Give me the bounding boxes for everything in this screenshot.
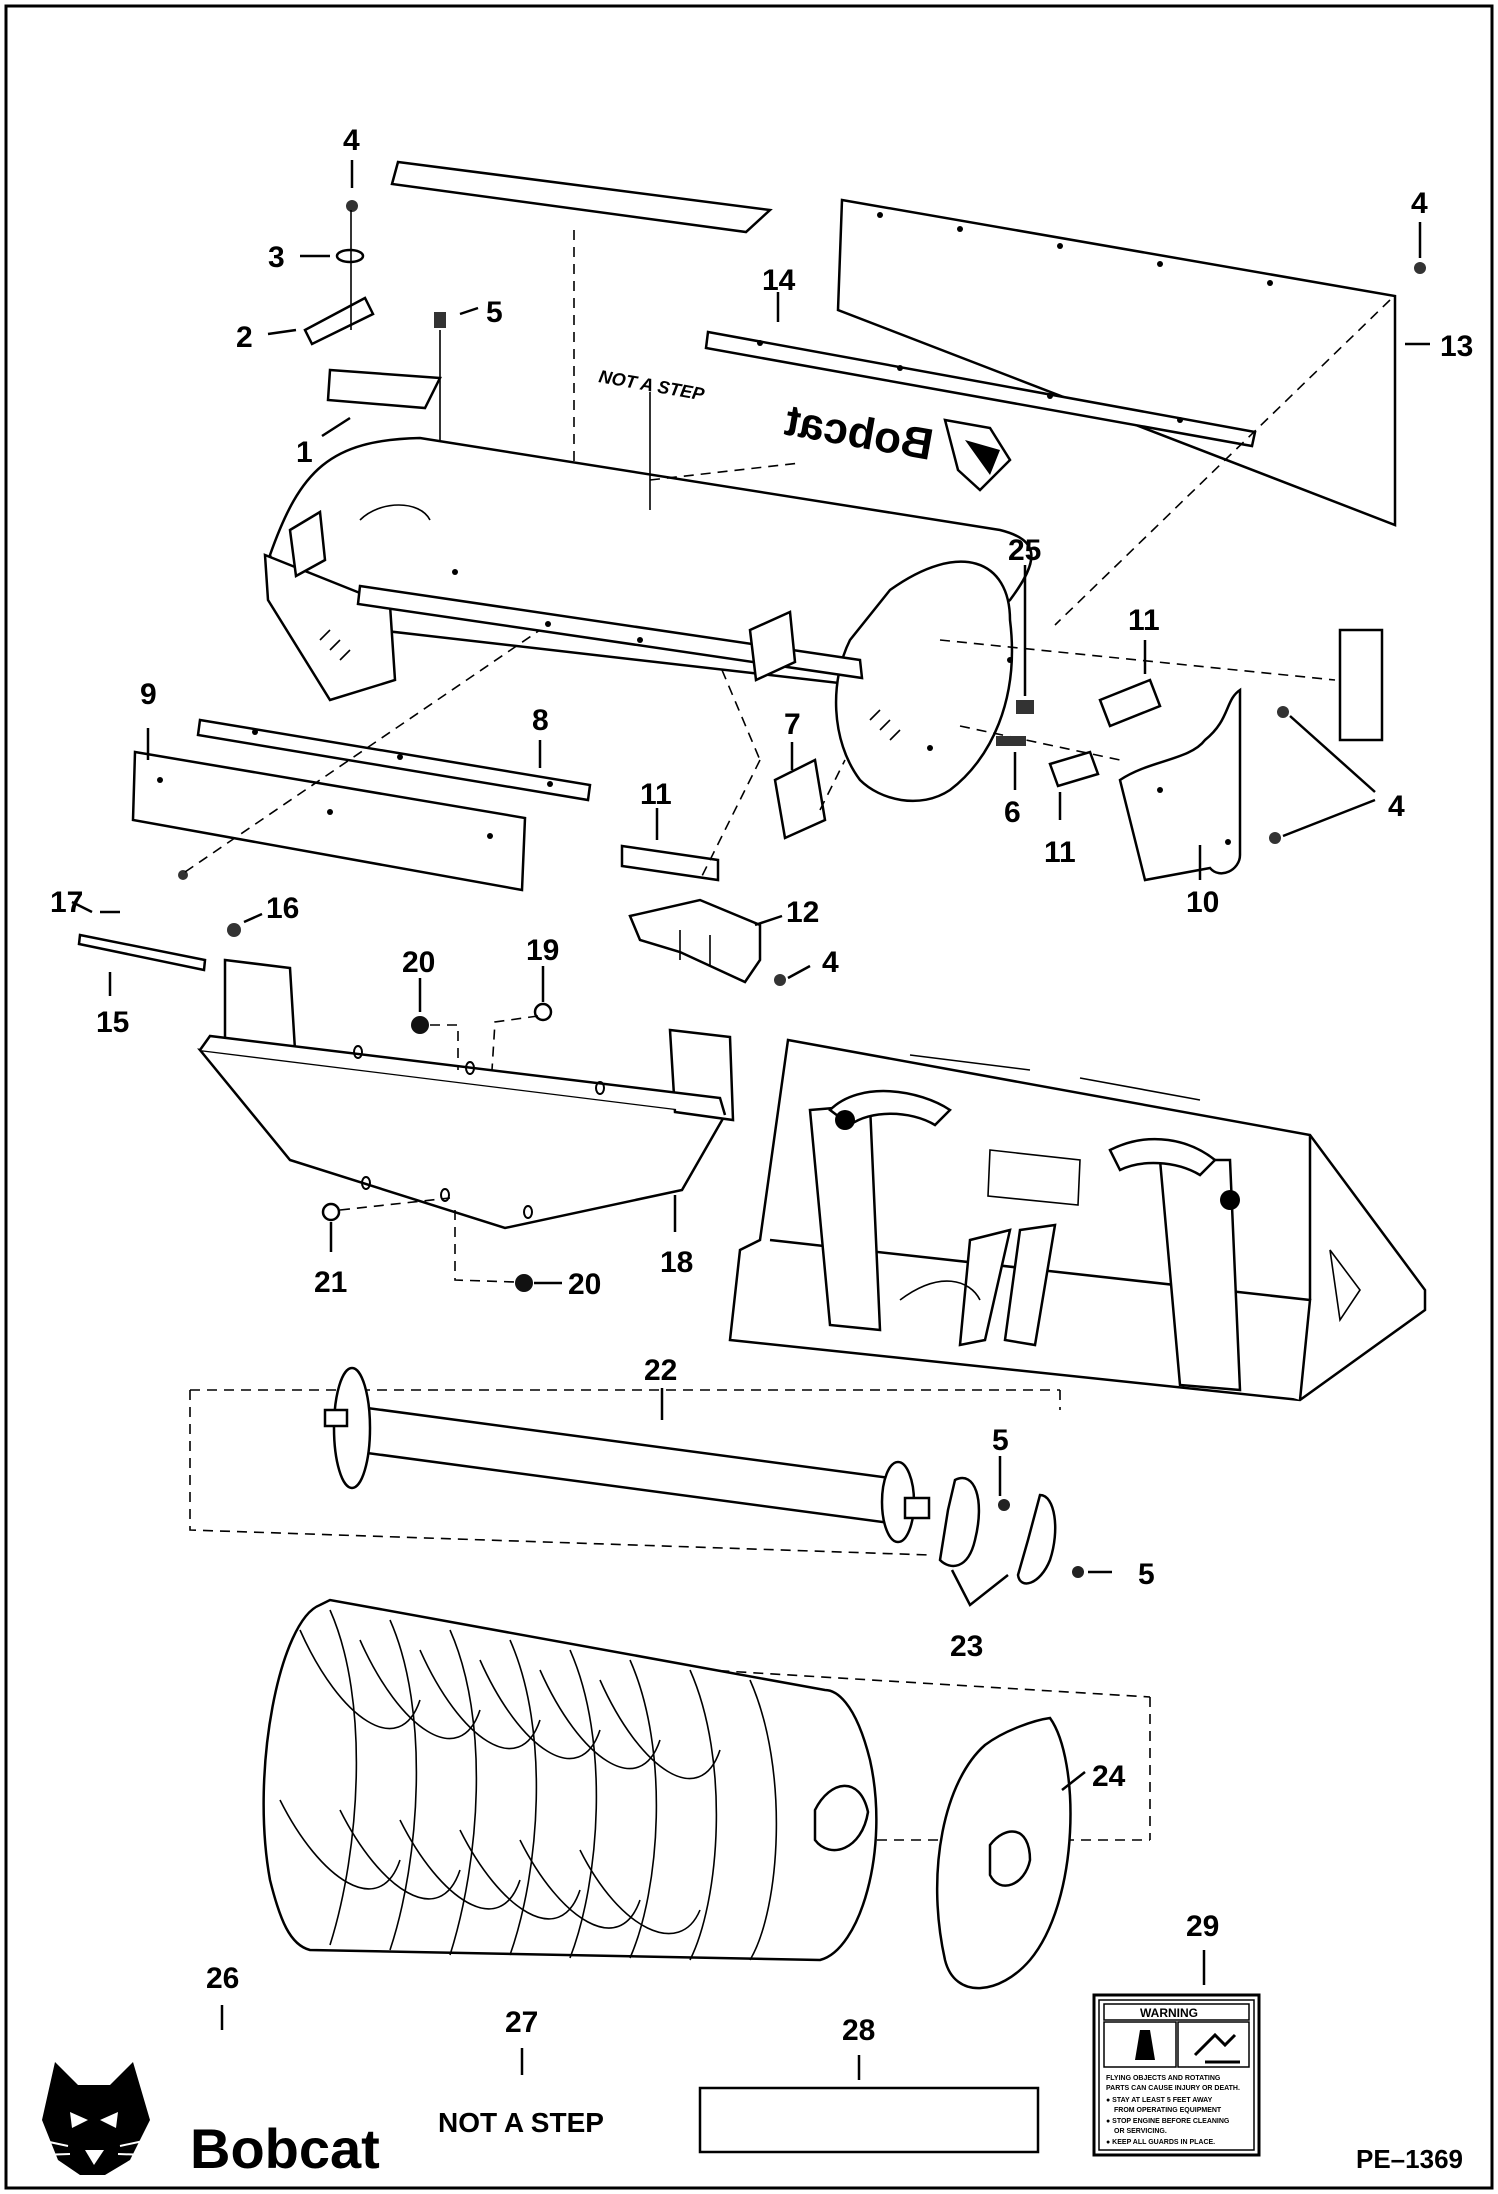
callout-29: 29 bbox=[1186, 1910, 1219, 1943]
callout-24: 24 bbox=[1092, 1760, 1126, 1793]
part-21-bolt bbox=[321, 1202, 341, 1222]
part-6-bolt bbox=[996, 736, 1026, 746]
callout-18: 18 bbox=[660, 1246, 693, 1279]
page-code: PE–1369 bbox=[1356, 2144, 1463, 2174]
bucket bbox=[728, 1038, 1427, 1402]
square-decal bbox=[1338, 628, 1384, 742]
warning-line-1: FLYING OBJECTS AND ROTATING bbox=[1106, 2075, 1221, 2082]
part-8-rail bbox=[196, 718, 592, 802]
callout-9: 9 bbox=[140, 678, 157, 711]
callout-14: 14 bbox=[762, 264, 796, 297]
not-a-step-label: NOT A STEP bbox=[438, 2107, 604, 2138]
not-a-step-decal: NOT A STEP bbox=[597, 366, 707, 404]
bobcat-logo-icon bbox=[39, 2062, 150, 2175]
bobcat-decal-mirrored: Bobcat bbox=[781, 396, 937, 470]
part-1-bracket bbox=[326, 368, 442, 410]
callout-4-lower: 4 bbox=[822, 946, 839, 979]
callout-7: 7 bbox=[784, 708, 801, 741]
callout-26: 26 bbox=[206, 1962, 239, 1995]
part-20-nut-bottom bbox=[515, 1274, 533, 1292]
part-15-pin bbox=[77, 933, 207, 972]
leader-lines bbox=[71, 160, 1430, 2080]
part-3-washer bbox=[335, 248, 365, 264]
part-18-housing bbox=[197, 958, 735, 1230]
part-28-decal bbox=[698, 2086, 1040, 2154]
part-11-plate-upper bbox=[1098, 678, 1162, 728]
callout-10: 10 bbox=[1186, 886, 1219, 919]
part-29-warning-decal: WARNING FLYING OBJECTS AND ROTATING PART… bbox=[1092, 1993, 1261, 2157]
callout-27: 27 bbox=[505, 2006, 538, 2039]
callout-6: 6 bbox=[1004, 796, 1021, 829]
brand-name: Bobcat bbox=[190, 2117, 380, 2180]
callout-25: 25 bbox=[1008, 534, 1041, 567]
part-19-nut bbox=[533, 1002, 553, 1022]
callout-5-top: 5 bbox=[486, 296, 503, 329]
warning-line-5: ● STOP ENGINE BEFORE CLEANING bbox=[1106, 2118, 1230, 2125]
callout-5-rotor: 5 bbox=[992, 1424, 1009, 1457]
warning-pictogram-left-icon bbox=[1135, 2030, 1155, 2060]
callout-11-centre: 11 bbox=[640, 778, 672, 811]
callout-19: 19 bbox=[526, 934, 559, 967]
callout-13: 13 bbox=[1440, 330, 1473, 363]
warning-title: WARNING bbox=[1140, 2006, 1198, 2020]
warning-line-6: OR SERVICING. bbox=[1114, 2128, 1167, 2135]
callout-16: 16 bbox=[266, 892, 299, 925]
part-23-plate-right bbox=[1016, 1493, 1057, 1585]
callout-8: 8 bbox=[532, 704, 549, 737]
top-decal-strip bbox=[390, 160, 773, 234]
warning-line-7: ● KEEP ALL GUARDS IN PLACE. bbox=[1106, 2139, 1215, 2146]
callout-1: 1 bbox=[296, 436, 313, 469]
callout-20-bottom: 20 bbox=[568, 1268, 601, 1301]
callout-21: 21 bbox=[314, 1266, 347, 1299]
part-22-rotor bbox=[323, 1366, 931, 1544]
part-14-rail bbox=[704, 330, 1257, 448]
part-10-plate bbox=[1118, 687, 1242, 882]
part-16-clip bbox=[227, 923, 241, 937]
part-24-end-cap bbox=[935, 1716, 1072, 1990]
part-5-bolt-top bbox=[434, 312, 446, 328]
warning-line-4: FROM OPERATING EQUIPMENT bbox=[1114, 2107, 1222, 2114]
part-4-bolt-top bbox=[346, 200, 358, 212]
callout-12: 12 bbox=[786, 896, 819, 929]
auger-drum bbox=[262, 1598, 878, 1962]
part-11-plate-centre bbox=[620, 844, 720, 882]
part-20-nut-top bbox=[411, 1016, 429, 1034]
part-9-panel bbox=[131, 750, 527, 892]
part-12-guard bbox=[628, 898, 762, 984]
warning-line-2: PARTS CAN CAUSE INJURY OR DEATH. bbox=[1106, 2085, 1240, 2092]
callout-23: 23 bbox=[950, 1630, 983, 1663]
callout-17: 17 bbox=[50, 886, 83, 919]
bobcat-decal-logo bbox=[943, 418, 1012, 492]
main-housing bbox=[263, 436, 1033, 803]
callout-4-top: 4 bbox=[343, 124, 360, 157]
callout-11-lower: 11 bbox=[1044, 836, 1076, 869]
warning-line-3: ● STAY AT LEAST 5 FEET AWAY bbox=[1106, 2097, 1213, 2104]
part-23-plate-left bbox=[938, 1476, 981, 1568]
page-border bbox=[4, 4, 1494, 2190]
part-25-bolt bbox=[1016, 700, 1034, 714]
callout-3: 3 bbox=[268, 241, 285, 274]
part-13-panel bbox=[836, 198, 1397, 527]
callout-4-right: 4 bbox=[1411, 187, 1428, 220]
callout-28: 28 bbox=[842, 2014, 875, 2047]
callout-2: 2 bbox=[236, 321, 253, 354]
callout-15: 15 bbox=[96, 1006, 129, 1039]
part-11-plate-lower bbox=[1048, 750, 1100, 788]
warning-pictogram-right-icon bbox=[1193, 2032, 1240, 2064]
part-7-block bbox=[773, 758, 827, 840]
callout-20-top: 20 bbox=[402, 946, 435, 979]
callout-22: 22 bbox=[644, 1354, 677, 1387]
callout-11-upper: 11 bbox=[1128, 604, 1160, 637]
part-2-plate bbox=[303, 296, 375, 346]
bobcat-decal-text: Bobcat bbox=[781, 396, 937, 470]
callout-4-side: 4 bbox=[1388, 790, 1405, 823]
callout-5-rotor-right: 5 bbox=[1138, 1558, 1155, 1591]
